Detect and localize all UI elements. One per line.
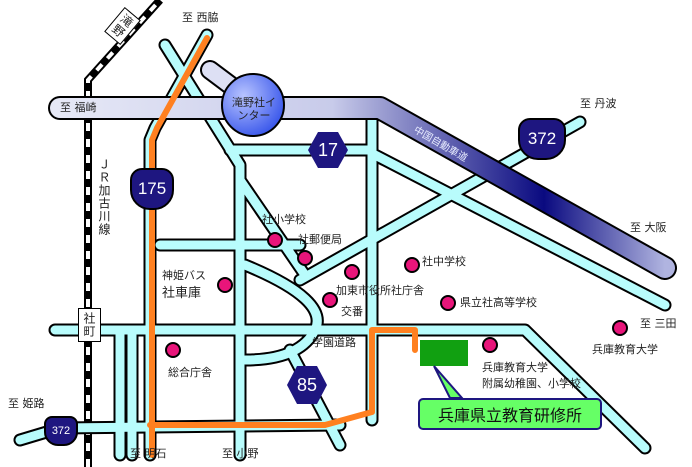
jr-kakogawa-line-label: ＪＲ加古川線: [97, 158, 111, 236]
facility-building: [420, 340, 468, 366]
station-yashirocho: 社町: [78, 308, 101, 342]
dir-ono: 至 小野: [222, 447, 259, 460]
poi-markers: [165, 232, 628, 358]
poi-label: 交番: [341, 305, 363, 318]
dir-akashi: 至 明石: [130, 447, 167, 460]
callout-pointer: [433, 365, 465, 399]
dir-sanda: 至 三田: [640, 317, 677, 330]
poi-label: 社中学校: [422, 255, 466, 268]
poi-label: 附属幼稚園、小学校: [482, 377, 581, 390]
access-route: [147, 35, 418, 458]
poi-label: 総合庁舎: [168, 366, 212, 379]
poi-label: 兵庫教育大学: [592, 343, 658, 356]
dir-himeji: 至 姫路: [8, 397, 45, 410]
route-372-shield-south: 372: [44, 416, 78, 446]
poi-label: 社郵便局: [298, 233, 342, 246]
destination-callout: 兵庫県立教育研修所: [418, 398, 602, 430]
poi-label: 神姫バス: [162, 269, 206, 282]
dir-osaka: 至 大阪: [630, 221, 667, 234]
poi-label: 兵庫教育大学: [482, 361, 548, 374]
dir-fukusaki: 至 福崎: [60, 101, 97, 114]
route-175-shield: 175: [130, 168, 174, 210]
route-372-shield: 372: [518, 118, 566, 160]
interchange-marker: [221, 73, 285, 137]
poi-label: 社車庫: [162, 286, 202, 301]
dir-nishiwaki: 至 西脇: [182, 11, 219, 24]
poi-label: 加東市役所社庁舎: [336, 284, 424, 297]
interchange-label: 滝野社インター: [232, 96, 276, 122]
poi-label: 県立社高等学校: [460, 296, 537, 309]
dir-tanba: 至 丹波: [580, 97, 617, 110]
poi-label: 社小学校: [262, 213, 306, 226]
gakuen-road-label: 学園道路: [312, 336, 356, 349]
